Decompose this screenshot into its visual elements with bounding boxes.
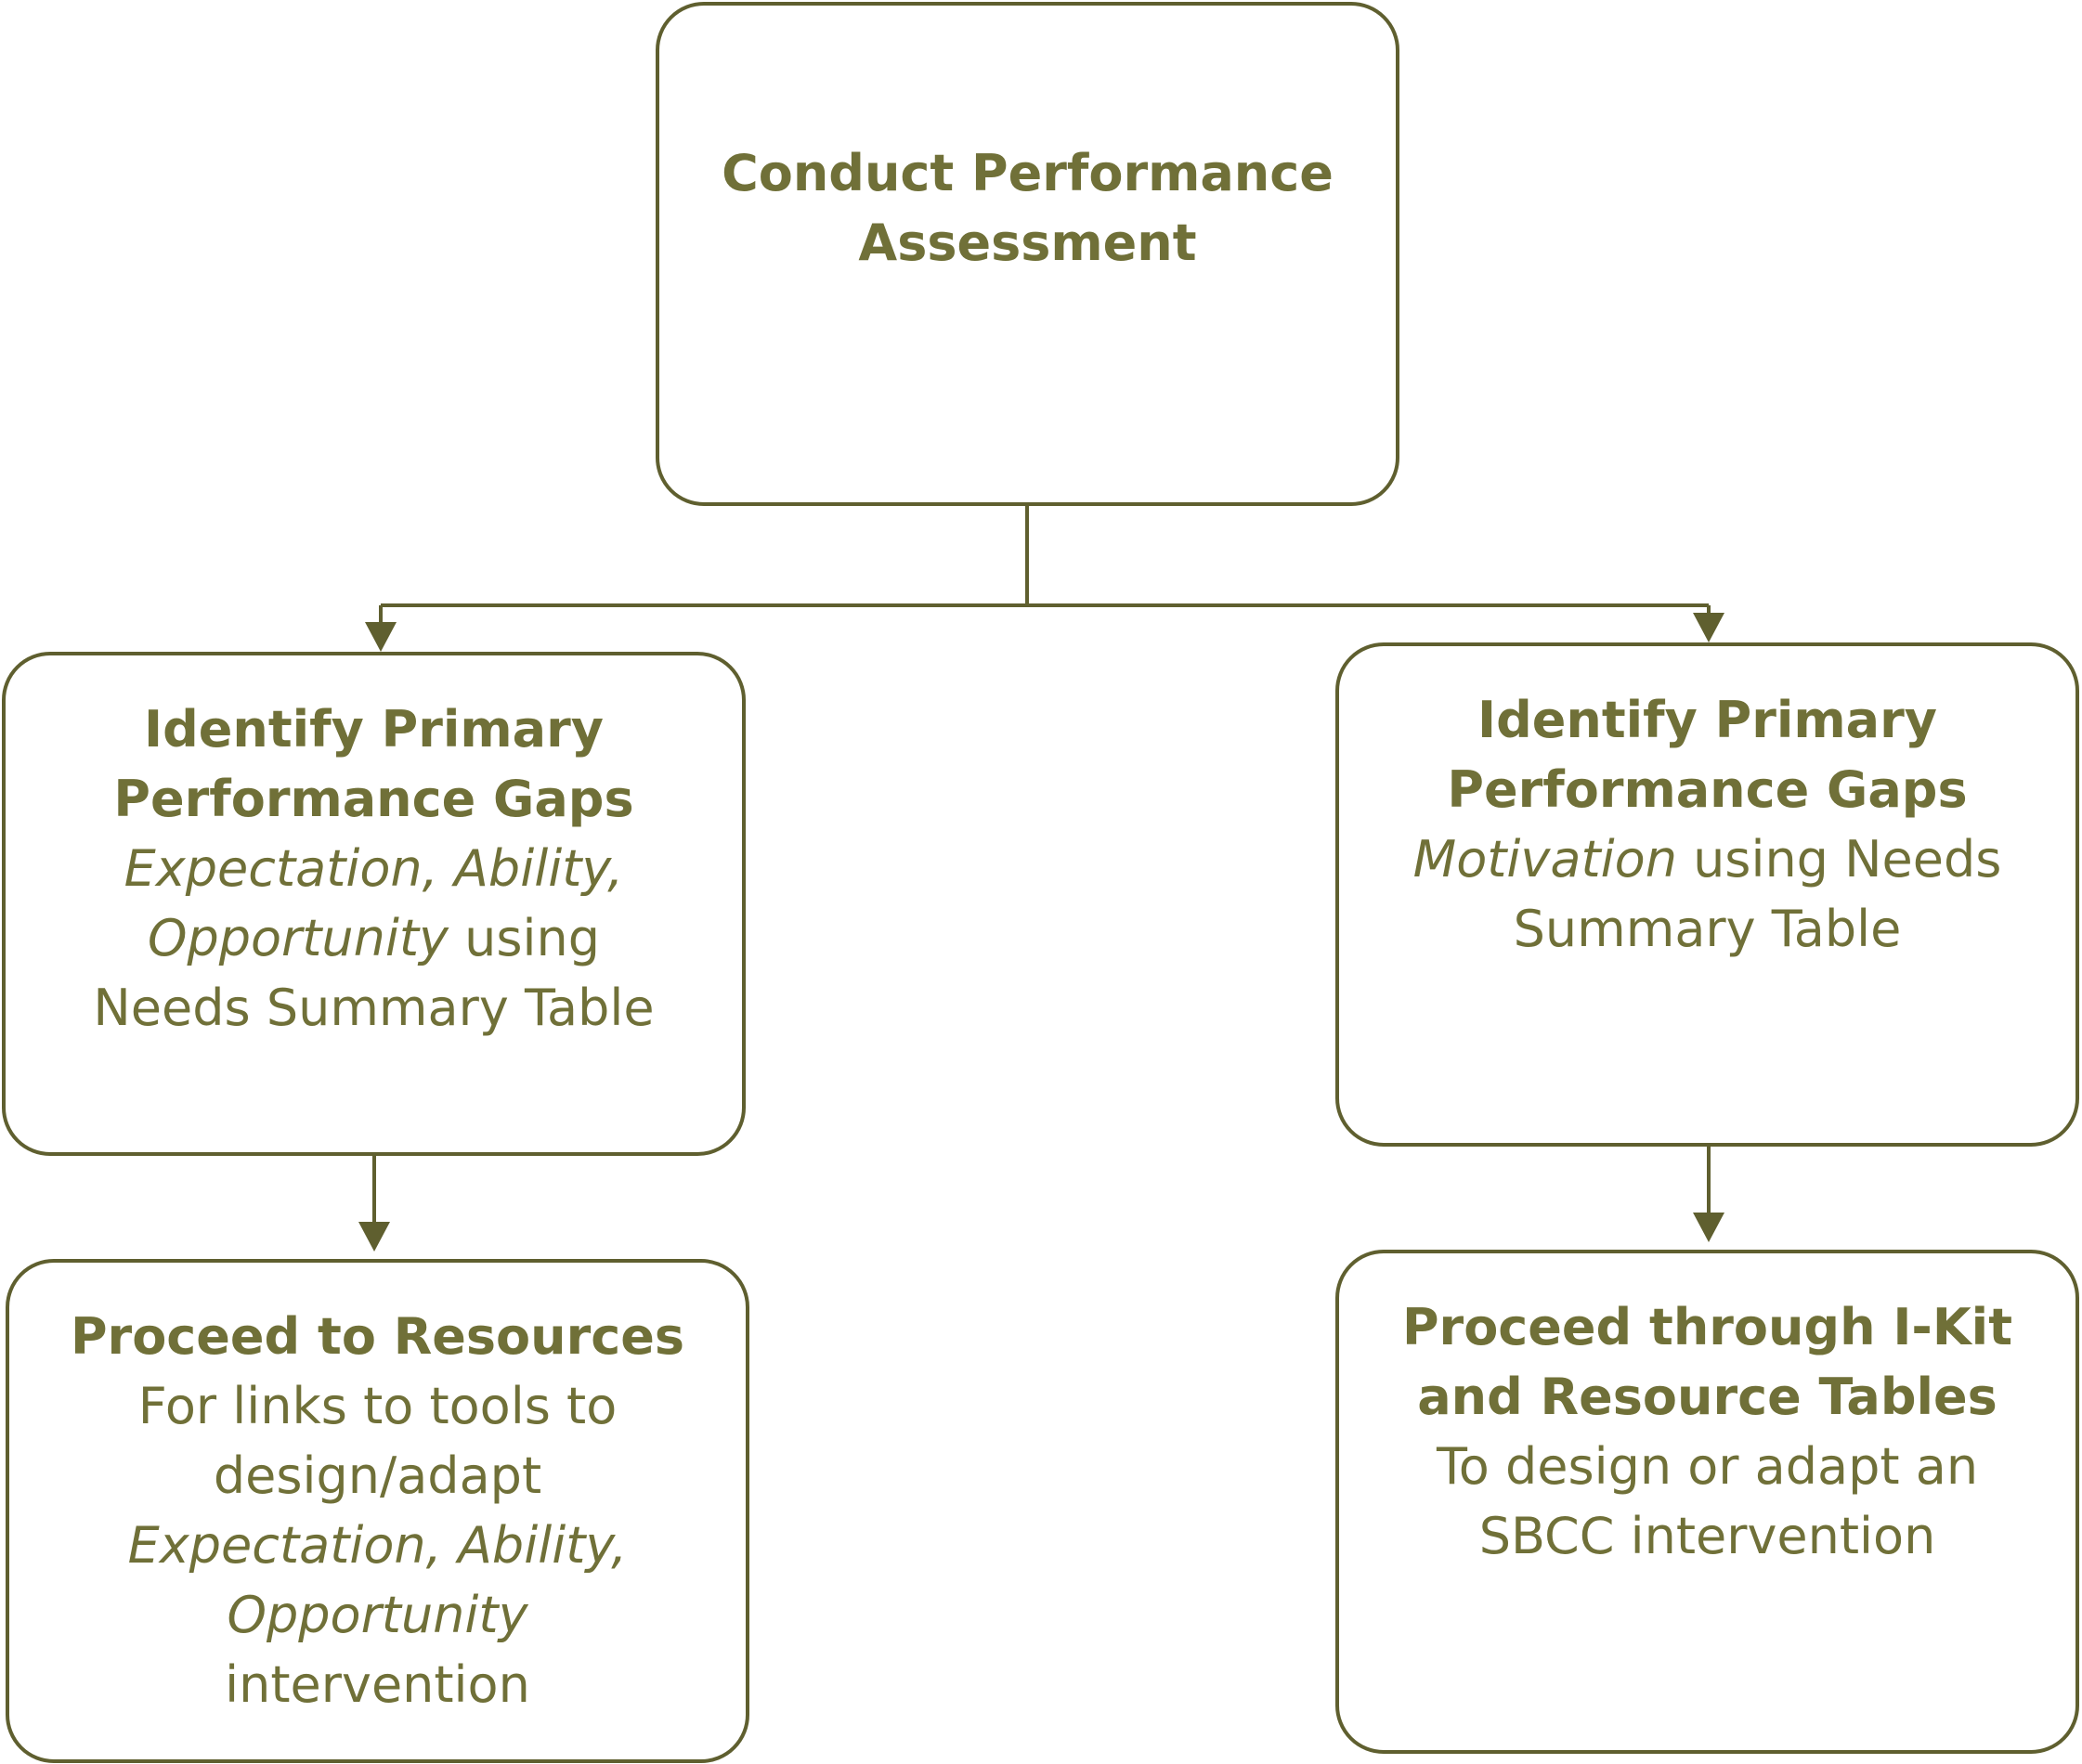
node-br-title-line2: and Resource Tables [1417, 1368, 1997, 1426]
node-br-line1: To design or adapt an [1436, 1437, 1979, 1496]
node-right-title-line2: Performance Gaps [1447, 760, 1968, 819]
node-bl-line1: For links to tools to [137, 1377, 618, 1435]
arrowhead-bottom-left [358, 1222, 390, 1252]
node-left-title-line2: Performance Gaps [113, 770, 634, 828]
node-top-title-line2: Assessment [858, 214, 1197, 272]
arrowhead-left [365, 622, 397, 652]
node-bl-italic-line1: Expectation, Ability, [127, 1516, 628, 1575]
node-proceed-through-ikit: Proceed through I-Kit and Resource Table… [1335, 1250, 2079, 1754]
node-left-last-line: Needs Summary Table [93, 979, 655, 1037]
node-left-plain-part: using [449, 909, 601, 967]
node-bl-title: Proceed to Resources [70, 1307, 685, 1366]
arrowhead-right [1693, 613, 1724, 642]
node-top-title-line1: Conduct Performance [722, 144, 1334, 202]
node-bl-line3: intervention [225, 1655, 530, 1714]
node-proceed-to-resources: Proceed to Resources For links to tools … [6, 1259, 749, 1763]
node-left-italic-line: Expectation, Ability, [124, 839, 624, 898]
node-right-mixed-line: Motivation using Needs [1339, 824, 2075, 894]
node-bl-italic-line2: Opportunity [227, 1586, 528, 1644]
node-left-italic-part: Opportunity [147, 909, 449, 967]
arrowhead-bottom-right [1693, 1213, 1724, 1242]
node-right-plain-part: using Needs [1676, 830, 2002, 888]
node-left-title-line1: Identify Primary [144, 700, 604, 759]
node-right-italic-part: Motivation [1412, 830, 1677, 888]
node-conduct-performance-assessment: Conduct Performance Assessment [656, 2, 1399, 506]
node-right-title-line1: Identify Primary [1477, 691, 1937, 749]
node-bl-line2: design/adapt [213, 1446, 542, 1505]
node-br-line2: SBCC intervention [1478, 1507, 1936, 1565]
node-identify-gaps-motivation: Identify Primary Performance Gaps Motiva… [1335, 642, 2079, 1147]
node-br-title-line1: Proceed through I-Kit [1401, 1298, 2013, 1356]
node-left-mixed-line: Opportunity using [6, 903, 742, 973]
node-right-last-line: Summary Table [1513, 900, 1902, 958]
node-identify-gaps-expectation: Identify Primary Performance Gaps Expect… [2, 652, 746, 1156]
